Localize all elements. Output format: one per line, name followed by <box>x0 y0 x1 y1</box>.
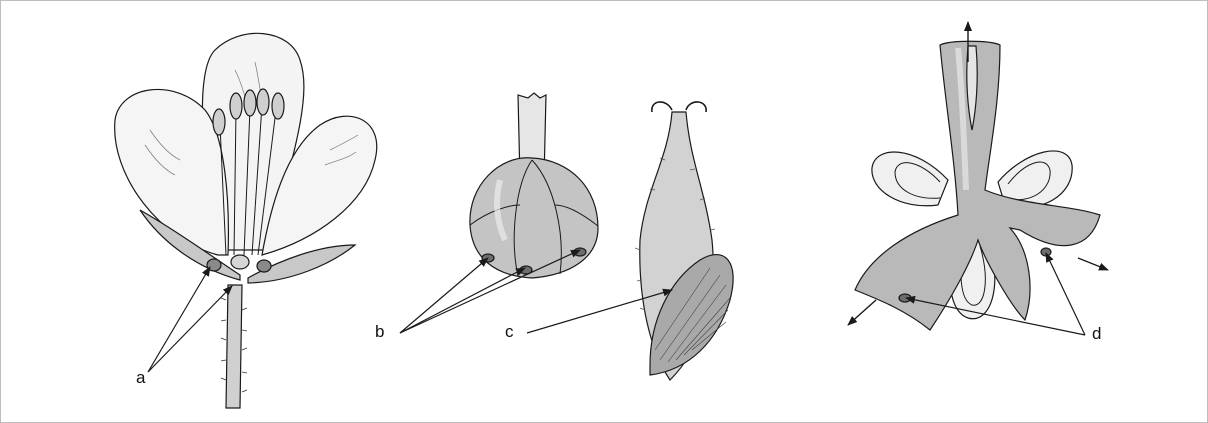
label-d: d <box>1092 325 1101 342</box>
flower-stalk <box>226 285 242 408</box>
label-b: b <box>375 323 384 340</box>
label-a: a <box>136 369 145 386</box>
split-fruit-drawing <box>848 22 1108 330</box>
pistil-drawing <box>635 102 733 380</box>
stigma <box>652 102 706 112</box>
flower-drawing <box>115 33 377 408</box>
label-c: c <box>505 323 514 340</box>
